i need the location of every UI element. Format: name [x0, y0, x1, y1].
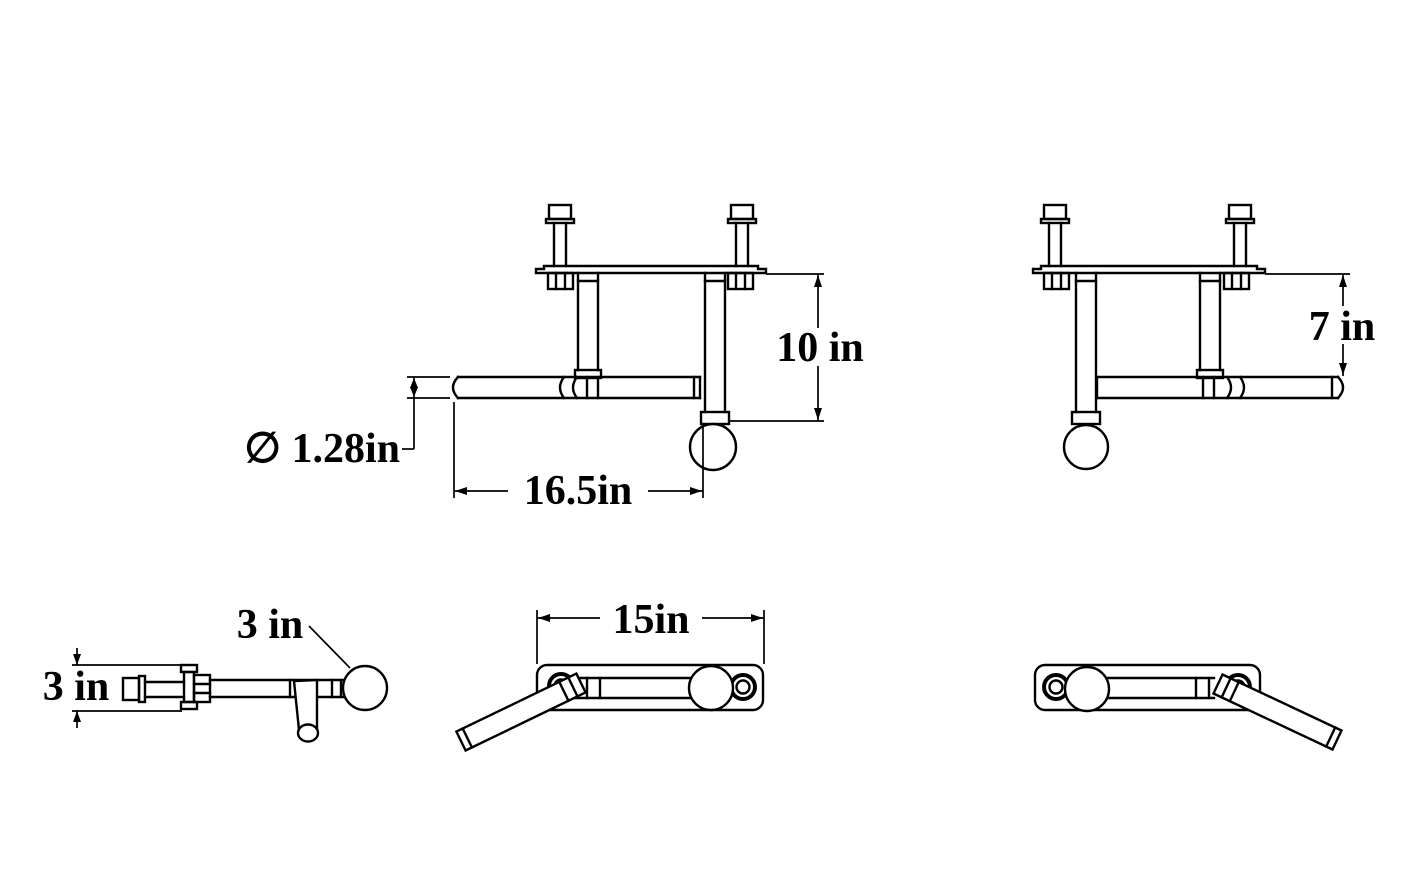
lag-bolt	[121, 674, 186, 704]
sleeve-arc	[1225, 375, 1233, 400]
arrow-up-icon	[410, 378, 418, 388]
bar-tube	[208, 678, 346, 699]
bolt-right	[726, 203, 758, 268]
ball-grip	[688, 422, 738, 472]
hex-nut-right	[726, 271, 755, 291]
arrow-right-icon	[690, 487, 702, 495]
dimension-plate-height: 3 in	[43, 648, 182, 728]
hex-nut-left	[1042, 271, 1071, 291]
arrow-up-icon	[73, 711, 81, 722]
front-post	[1070, 271, 1102, 426]
plate-height-label: 3 in	[43, 664, 110, 710]
front-post	[699, 271, 731, 426]
mounting-plate	[1031, 264, 1267, 275]
top-view: 15in	[454, 597, 765, 753]
handle-collar-line	[1220, 676, 1233, 699]
mounting-plate	[534, 264, 768, 275]
bolt-washer	[1224, 217, 1256, 225]
bar-tube	[565, 676, 693, 700]
bar-end-cap	[1336, 375, 1345, 400]
sleeve-arc	[1238, 375, 1246, 400]
dimension-bar-diameter: ∅ 1.28in	[244, 376, 450, 472]
bar-length-label: 16.5in	[524, 468, 633, 514]
ball-grip	[1062, 423, 1110, 471]
arrow-down-icon	[814, 408, 822, 420]
dimension-ball-diameter: 3 in	[237, 602, 351, 669]
bar-tube	[1106, 676, 1216, 700]
sleeve-arc	[571, 375, 579, 400]
leader-line	[308, 625, 351, 669]
bolt-head	[1227, 203, 1253, 221]
ball-collar	[699, 410, 731, 426]
bolt-left	[544, 203, 576, 268]
side-view: 7 in	[1031, 203, 1388, 471]
ball-grip	[341, 664, 389, 712]
bar-end-cap	[451, 375, 460, 400]
dimension-bar-length: 16.5in	[453, 402, 704, 514]
hex-nut-left	[546, 271, 575, 291]
handle-collar-line	[566, 675, 580, 699]
arrow-down-icon	[73, 654, 81, 665]
handle-end-cap	[296, 723, 320, 743]
arrow-down-icon	[1339, 363, 1347, 375]
ball-diameter-label: 3 in	[237, 602, 304, 648]
side-height-label: 7 in	[1309, 304, 1376, 350]
bolt-head	[121, 676, 141, 702]
arrow-up-icon	[1339, 275, 1347, 287]
end-view: 3 in 3 in	[43, 602, 389, 743]
handle-end-cap-line	[461, 726, 474, 750]
front-view: 10 in 16.5in ∅ 1.28in	[244, 203, 874, 514]
bolt-washer	[726, 217, 758, 225]
handle-end-cap-line	[1324, 725, 1337, 749]
dimension-plate-length: 15in	[536, 597, 765, 664]
hex-nut-right	[1222, 271, 1251, 291]
bolt-head	[729, 203, 755, 221]
rear-post	[573, 271, 603, 380]
arrow-right-icon	[751, 614, 763, 622]
pull-bar	[1095, 375, 1345, 400]
sleeve-arc	[558, 375, 566, 400]
bolt-head	[547, 203, 573, 221]
arrow-left-icon	[538, 614, 550, 622]
handle-collar-line	[557, 680, 571, 703]
arrow-up-icon	[814, 275, 822, 287]
angled-handle	[1211, 672, 1344, 752]
angled-handle	[454, 671, 588, 753]
bolt-right	[1224, 203, 1256, 268]
plate-length-label: 15in	[612, 597, 689, 643]
top-view-mirrored	[1033, 663, 1344, 752]
dimension-front-height: 10 in	[730, 273, 874, 422]
rear-post	[1195, 271, 1225, 380]
ball-grip	[1063, 665, 1111, 713]
front-height-label: 10 in	[776, 325, 864, 371]
bar-diameter-label: ∅ 1.28in	[244, 426, 400, 472]
angled-handle	[292, 678, 320, 743]
bolt-washer	[1039, 217, 1071, 225]
bolt-flange	[137, 674, 147, 704]
bolt-left	[1039, 203, 1071, 268]
pull-bar	[451, 375, 702, 400]
handle-collar-line	[1228, 680, 1241, 703]
hex-nut	[192, 673, 212, 704]
ball-collar	[1070, 410, 1102, 426]
arrow-down-icon	[410, 387, 418, 397]
dimension-side-height: 7 in	[1265, 273, 1388, 376]
bolt-washer	[544, 217, 576, 225]
bolt-head	[1042, 203, 1068, 221]
arrow-left-icon	[455, 487, 467, 495]
ball-grip	[687, 664, 735, 712]
